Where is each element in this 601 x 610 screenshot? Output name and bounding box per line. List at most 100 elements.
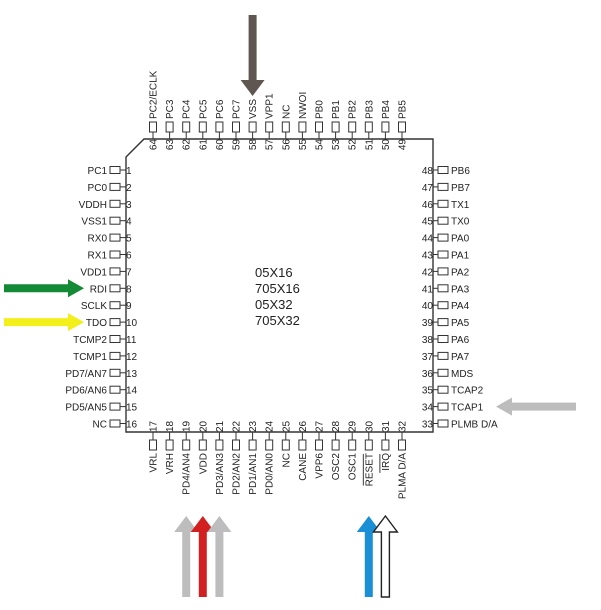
pin-8-number: 8 bbox=[126, 284, 132, 295]
arrow-pin-20 bbox=[190, 516, 215, 597]
arrow-pin-34 bbox=[496, 397, 576, 416]
pin-52-name: PB2 bbox=[348, 100, 359, 119]
arrow-pin-58 bbox=[240, 15, 265, 96]
arrow-pin-21 bbox=[207, 516, 232, 597]
pin-40-number: 40 bbox=[422, 301, 434, 312]
pin-30-pad bbox=[364, 439, 373, 451]
pin-17-number: 17 bbox=[149, 420, 160, 432]
arrow-pin-10 bbox=[4, 313, 84, 332]
pin-55-name: NWOI bbox=[298, 92, 309, 119]
pin-23-number: 23 bbox=[248, 420, 259, 432]
pin-61-name: PC5 bbox=[198, 99, 209, 119]
pin-50-pad bbox=[381, 121, 390, 133]
pin-5-name: RX0 bbox=[88, 234, 108, 245]
pin-55-pad bbox=[298, 121, 307, 133]
pin-24-pad bbox=[265, 439, 274, 451]
pin-5-pad bbox=[109, 233, 121, 242]
arrow-pin-31 bbox=[371, 514, 399, 598]
pin-37-pad bbox=[437, 351, 449, 360]
pin-28-name: OSC2 bbox=[331, 453, 342, 481]
pin-3-name: VDDH bbox=[79, 200, 107, 211]
chip-package-outline bbox=[125, 138, 434, 433]
pin-9-pad bbox=[109, 301, 121, 310]
pin-30-name: RESET bbox=[364, 453, 375, 486]
pin-1-name: PC1 bbox=[88, 166, 108, 177]
pin-8-name: RDI bbox=[90, 284, 107, 295]
pin-13-pad bbox=[109, 368, 121, 377]
pin-1-pad bbox=[109, 166, 121, 174]
arrow-pin-30 bbox=[356, 516, 381, 597]
pin-47-number: 47 bbox=[422, 183, 434, 194]
pin-15-number: 15 bbox=[126, 403, 138, 414]
pin-5-number: 5 bbox=[126, 234, 132, 245]
pin-23-pad bbox=[248, 439, 257, 451]
pin-52-number: 52 bbox=[348, 139, 359, 151]
pin-45-pad bbox=[437, 216, 449, 225]
pin-50-number: 50 bbox=[381, 139, 392, 151]
pin-38-name: PA6 bbox=[451, 335, 470, 346]
chip-label-05x16: 05X16 bbox=[255, 265, 293, 280]
pin-43-name: PA1 bbox=[451, 251, 470, 262]
pin-indicator-arrows bbox=[4, 15, 576, 598]
pin-26-number: 26 bbox=[298, 420, 309, 432]
pin-32-number: 32 bbox=[398, 420, 409, 432]
pin-30-number: 30 bbox=[364, 420, 375, 432]
pin-12-pad bbox=[109, 351, 121, 360]
pin-14-number: 14 bbox=[126, 386, 138, 397]
pin-37-number: 37 bbox=[422, 352, 434, 363]
pin-21-pad bbox=[215, 439, 224, 451]
pin-57-pad bbox=[265, 121, 274, 133]
pin-48-name: PB6 bbox=[451, 166, 470, 177]
pin-29-number: 29 bbox=[348, 420, 359, 432]
pin-41-pad bbox=[437, 284, 449, 293]
pin-53-name: PB1 bbox=[331, 100, 342, 119]
pin-39-name: PA5 bbox=[451, 318, 470, 329]
pin-35-number: 35 bbox=[422, 386, 434, 397]
pin-4-pad bbox=[109, 216, 121, 225]
pin-35-pad bbox=[437, 385, 449, 394]
pin-27-name: VPP6 bbox=[315, 453, 326, 479]
pin-7-pad bbox=[109, 267, 121, 276]
pin-20-pad bbox=[198, 439, 207, 451]
pin-56-name: NC bbox=[281, 105, 292, 119]
pin-60-pad bbox=[215, 121, 224, 133]
pin-15-name: PD5/AN5 bbox=[65, 403, 107, 414]
pin-62-name: PC4 bbox=[182, 99, 193, 119]
pin-36-pad bbox=[437, 368, 449, 377]
pin-35-name: TCAP2 bbox=[451, 386, 484, 397]
pin-9-number: 9 bbox=[126, 301, 132, 312]
pin-14-pad bbox=[109, 385, 121, 394]
pin-29-pad bbox=[348, 439, 357, 451]
pin-18-number: 18 bbox=[165, 420, 176, 432]
pin-21-name: PD3/AN3 bbox=[215, 453, 226, 495]
pin-59-name: PC7 bbox=[232, 99, 243, 119]
pin-33-number: 33 bbox=[422, 420, 434, 431]
pin-11-number: 11 bbox=[126, 335, 137, 346]
pin-48-number: 48 bbox=[422, 166, 434, 177]
pin-46-number: 46 bbox=[422, 200, 434, 211]
pin-19-number: 19 bbox=[182, 420, 193, 432]
pin-26-name: CANE bbox=[298, 453, 309, 481]
pin-58-pad bbox=[248, 121, 257, 133]
pin-17-pad bbox=[149, 439, 157, 451]
pin-20-name: VDD bbox=[198, 453, 209, 474]
pin-27-number: 27 bbox=[315, 420, 326, 432]
pin-28-pad bbox=[331, 439, 340, 451]
pin-8-pad bbox=[109, 284, 121, 293]
pin-34-pad bbox=[437, 402, 449, 411]
pin-56-pad bbox=[281, 121, 290, 133]
pin-63-number: 63 bbox=[165, 139, 176, 151]
pin-43-pad bbox=[437, 250, 449, 259]
pin-34-number: 34 bbox=[422, 403, 434, 414]
pin-43-number: 43 bbox=[422, 251, 434, 262]
pin-24-number: 24 bbox=[265, 420, 276, 432]
pin-4-number: 4 bbox=[126, 217, 132, 228]
pin-56-number: 56 bbox=[281, 139, 292, 151]
pin-40-pad bbox=[437, 301, 449, 310]
pin-49-name: PB5 bbox=[398, 100, 409, 119]
pin-46-pad bbox=[437, 199, 449, 208]
chip-label-705x16: 705X16 bbox=[255, 281, 300, 296]
